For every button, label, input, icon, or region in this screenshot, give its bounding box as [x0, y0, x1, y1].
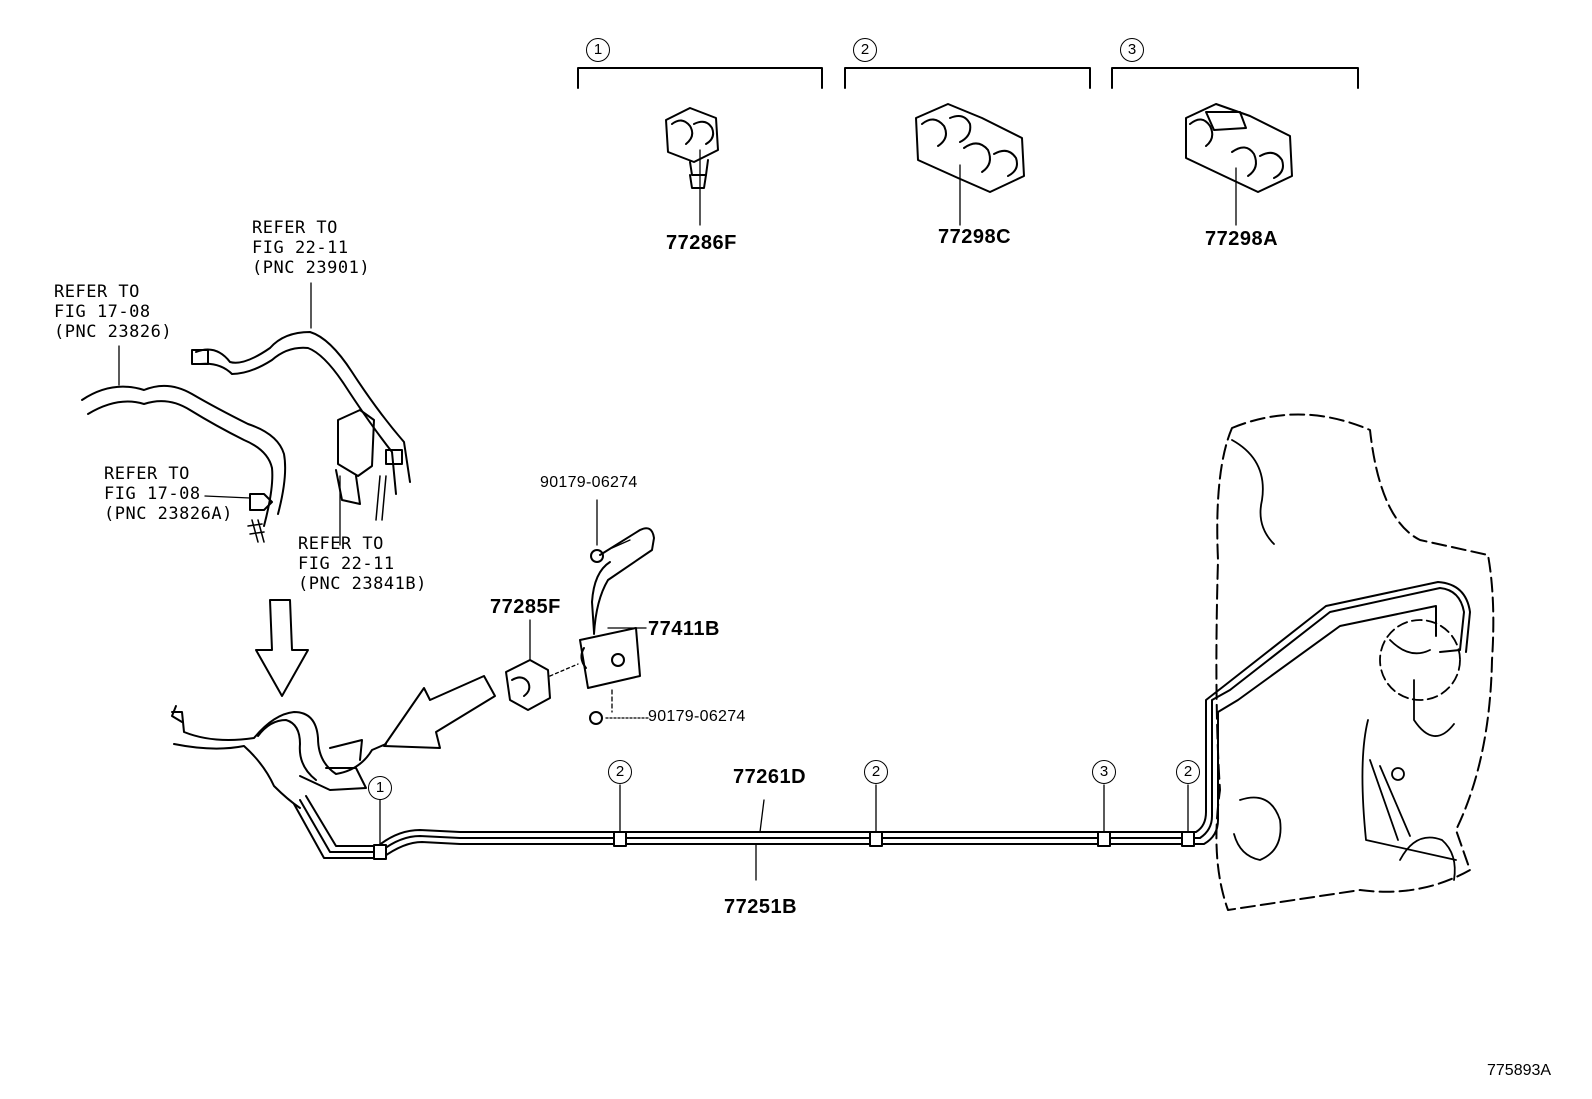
arrow-down-icon — [255, 599, 309, 697]
part-77286F-label[interactable]: 77286F — [666, 232, 737, 254]
clip-group-2-bracket — [844, 67, 1091, 226]
part-77298A-label[interactable]: 77298A — [1205, 228, 1279, 250]
clip-group-2-callout: 2 — [853, 38, 877, 62]
ref-pnc-23841b[interactable]: REFER TO FIG 22-11 (PNC 23841B) — [298, 534, 427, 594]
fuel-tank-outline — [1215, 413, 1495, 911]
clip-77298C-icon — [915, 103, 1025, 193]
ref-pnc-23826[interactable]: REFER TO FIG 17-08 (PNC 23826) — [54, 282, 173, 342]
line-callout-2c: 2 — [1176, 760, 1200, 784]
clip-77286F-icon — [665, 107, 719, 189]
clip-group-3-callout: 3 — [1120, 38, 1144, 62]
clip-group-1-bracket — [577, 67, 823, 226]
clamp-77285F-drawing — [505, 619, 579, 711]
fuel-line-77251B — [293, 605, 1437, 881]
part-77411B-label[interactable]: 77411B — [648, 618, 720, 640]
line-callout-3: 3 — [1092, 760, 1116, 784]
line-callout-1: 1 — [368, 776, 392, 800]
clip-group-3-bracket — [1111, 67, 1359, 226]
hose-23901 — [191, 282, 411, 495]
part-77261D-label[interactable]: 77261D — [733, 766, 807, 788]
part-90179-06274-bottom-label[interactable]: 90179-06274 — [648, 708, 746, 725]
hose-23826 — [81, 345, 287, 527]
fuel-tank-details — [1231, 439, 1461, 881]
illustration-id: 775893A — [1487, 1062, 1552, 1079]
part-90179-06274-top-label[interactable]: 90179-06274 — [540, 474, 638, 491]
ref-pnc-23826a[interactable]: REFER TO FIG 17-08 (PNC 23826A) — [104, 464, 233, 524]
fuel-line-77261D — [299, 581, 1471, 853]
clip-23826A-icon — [204, 493, 273, 543]
part-77285F-label[interactable]: 77285F — [490, 596, 561, 618]
part-77298C-label[interactable]: 77298C — [938, 226, 1012, 248]
line-callout-2a: 2 — [608, 760, 632, 784]
part-77251B-label[interactable]: 77251B — [724, 896, 798, 918]
line-callout-2b: 2 — [864, 760, 888, 784]
clip-77298A-icon — [1185, 103, 1293, 193]
bracket-77411B-drawing — [579, 499, 655, 725]
connector-23841B-icon — [335, 409, 387, 546]
clip-group-1-callout: 1 — [586, 38, 610, 62]
line-clips — [373, 784, 1195, 860]
arrow-left-icon — [383, 675, 496, 749]
filler-neck-assembly — [171, 705, 387, 809]
ref-pnc-23901[interactable]: REFER TO FIG 22-11 (PNC 23901) — [252, 218, 371, 278]
